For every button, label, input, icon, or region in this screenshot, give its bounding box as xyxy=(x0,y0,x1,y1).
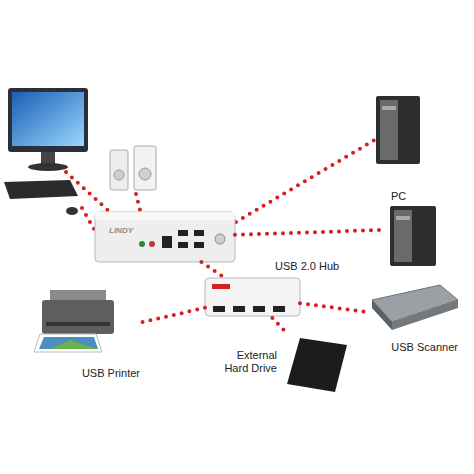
kvm-switch-box: LINDY xyxy=(95,212,235,262)
device-label: USB Printer xyxy=(82,367,140,380)
device-label: LINDY xyxy=(109,224,133,237)
hard-drive-box: External Hard Drive xyxy=(285,335,347,393)
device-label-box: PC xyxy=(385,190,440,268)
device-label: PC xyxy=(391,190,406,203)
pc-tower xyxy=(376,96,420,164)
scanner-box: USB Scanner xyxy=(368,282,458,354)
speaker-wire xyxy=(136,194,140,210)
dotted-cable xyxy=(272,318,288,335)
keyboard xyxy=(4,180,78,199)
mouse xyxy=(66,207,78,215)
dotted-cable xyxy=(300,303,368,312)
dotted-cable xyxy=(201,262,221,276)
monitor xyxy=(8,88,88,171)
dotted-cable xyxy=(140,308,205,323)
printer xyxy=(34,290,114,352)
dotted-cable xyxy=(235,230,385,235)
hard-drive xyxy=(287,338,347,392)
pc-tower xyxy=(390,206,436,266)
scanner xyxy=(372,285,458,330)
usb-hub xyxy=(205,278,300,316)
hub-box: USB 2.0 Hub xyxy=(205,276,300,318)
device-label: External Hard Drive xyxy=(219,349,277,375)
device-label: USB Scanner xyxy=(391,341,458,354)
speakers xyxy=(110,146,156,190)
pc-wire xyxy=(236,138,378,222)
printer-box: USB Printer xyxy=(40,288,140,380)
device-label: USB 2.0 Hub xyxy=(275,260,339,273)
kvm-switch xyxy=(95,212,235,262)
